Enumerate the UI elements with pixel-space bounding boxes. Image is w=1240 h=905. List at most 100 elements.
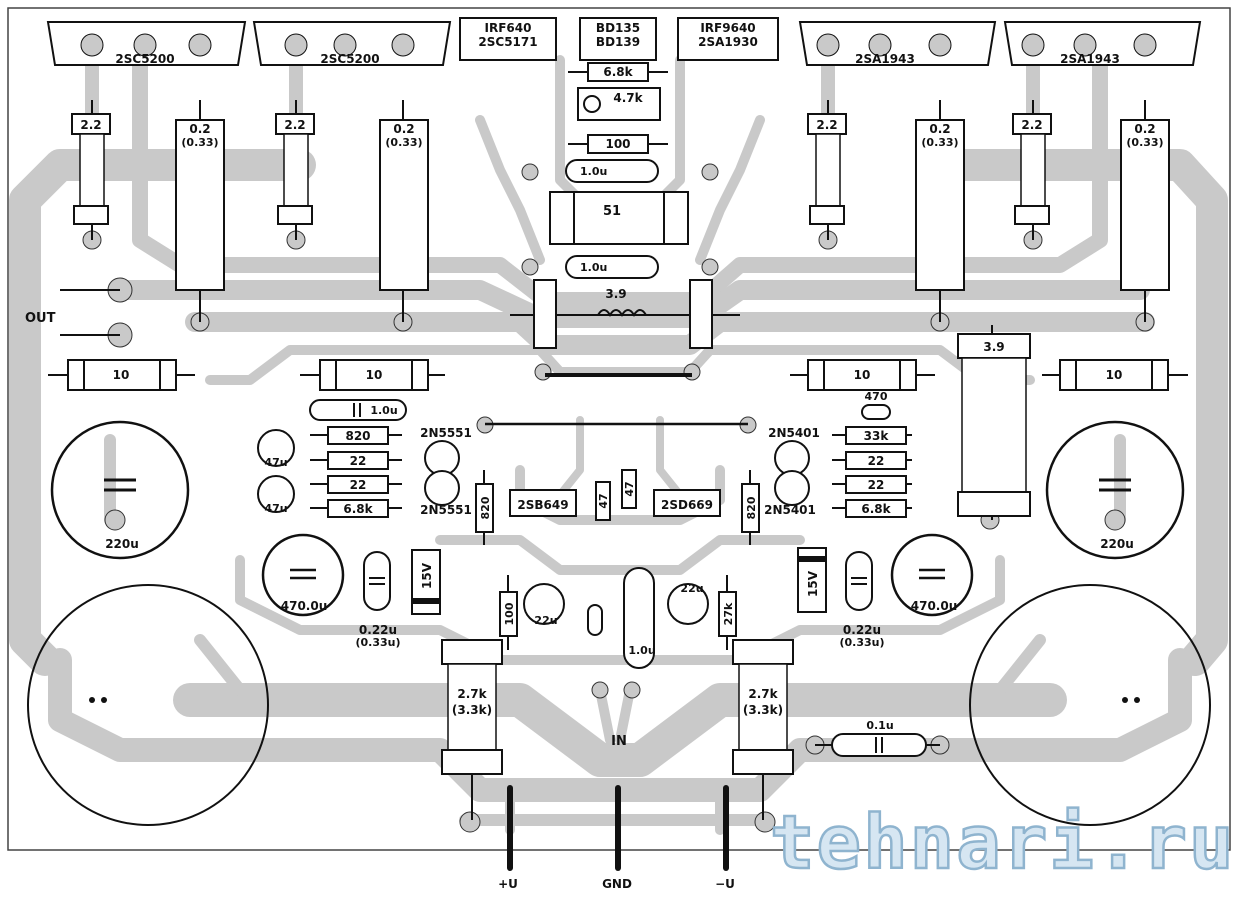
power-transistor-q1: 2SC5200	[46, 21, 247, 66]
svg-text:2.2: 2.2	[80, 118, 101, 132]
svg-text:15V: 15V	[420, 562, 434, 589]
transistor-2n5551-b: 2N5551	[420, 470, 472, 517]
plus-u-label: +U	[498, 877, 518, 891]
resistor-6k8-b: 6.8k	[832, 499, 912, 518]
transistor-2sd669: 2SD669	[653, 489, 721, 517]
svg-text:3.9: 3.9	[983, 340, 1004, 354]
resistor-base-3: 2.2	[807, 100, 847, 240]
capacitor-47u-a: 47u	[257, 429, 295, 469]
svg-text:(0.33): (0.33)	[921, 136, 958, 149]
resistor-10-d: 10	[1042, 359, 1188, 391]
capacitor-1u0-vertical: 1.0u	[623, 567, 656, 669]
power-transistor-q3: 2SA1943	[798, 21, 997, 66]
svg-text:2SD669: 2SD669	[661, 498, 713, 512]
capacitor-022u-a: 0.22u (0.33u)	[355, 551, 401, 649]
svg-text:22u: 22u	[680, 582, 703, 595]
svg-text:22: 22	[350, 454, 367, 468]
resistor-22-c: 22	[832, 451, 912, 470]
resistor-6k8-top: 6.8k	[568, 62, 668, 82]
svg-text:2.2: 2.2	[1021, 118, 1042, 132]
svg-text:2.2: 2.2	[284, 118, 305, 132]
svg-text:0.2: 0.2	[189, 122, 210, 136]
capacitor-01u: 0.1u	[815, 719, 940, 757]
svg-text:15V: 15V	[806, 570, 820, 597]
resistor-820-vertical: 820	[475, 470, 494, 545]
watermark: tehnari.ru	[770, 800, 1236, 886]
svg-text:470.0u: 470.0u	[281, 599, 328, 613]
svg-text:1.0u: 1.0u	[580, 165, 607, 178]
svg-text:6.8k: 6.8k	[603, 65, 633, 79]
driver-right-line1: IRF9640	[700, 21, 755, 35]
mounting-hole-right	[969, 584, 1211, 826]
svg-text:100: 100	[605, 137, 630, 151]
resistor-33k: 33k	[832, 426, 912, 445]
capacitor-1u0-b: 1.0u	[565, 255, 659, 279]
svg-text:0.1u: 0.1u	[866, 719, 893, 732]
svg-text:0.2: 0.2	[1134, 122, 1155, 136]
svg-text:47u: 47u	[264, 456, 287, 469]
svg-text:22u: 22u	[534, 614, 557, 627]
resistor-470: 470	[861, 390, 891, 420]
svg-text:33k: 33k	[864, 429, 890, 443]
svg-text:(0.33u): (0.33u)	[839, 636, 884, 649]
svg-text:10: 10	[366, 368, 383, 382]
resistor-base-2: 2.2	[275, 100, 315, 240]
svg-text:0.22u: 0.22u	[359, 623, 397, 637]
q3-part-label: 2SA1943	[855, 52, 915, 66]
trimmer-4k7: 4.7k	[577, 87, 661, 121]
svg-text:4.7k: 4.7k	[613, 91, 643, 105]
resistor-47-a: 47	[595, 481, 611, 521]
resistor-27k-vertical: 27k	[718, 575, 737, 650]
svg-text:10: 10	[854, 368, 871, 382]
capacitor-220u-b: 220u	[1045, 420, 1185, 560]
resistor-100-top: 100	[568, 134, 668, 154]
resistor-emitter-3: 0.2 (0.33)	[915, 100, 965, 322]
svg-text:1.0u: 1.0u	[580, 261, 607, 274]
capacitor-470u-b: 470.0u	[890, 533, 974, 617]
svg-text:6.8k: 6.8k	[861, 502, 891, 516]
resistor-emitter-4: 0.2 (0.33)	[1120, 100, 1170, 322]
svg-text:0.22u: 0.22u	[843, 623, 881, 637]
svg-text:820: 820	[745, 496, 758, 519]
resistor-base-4: 2.2	[1012, 100, 1052, 240]
resistor-emitter-1: 0.2 (0.33)	[175, 100, 225, 322]
svg-text:1.0u: 1.0u	[370, 404, 397, 417]
svg-text:(0.33): (0.33)	[1126, 136, 1163, 149]
svg-text:27k: 27k	[722, 602, 735, 625]
output-inductor: 3.9	[510, 279, 740, 349]
svg-text:22: 22	[350, 478, 367, 492]
capacitor-1u0-c: 1.0u	[309, 399, 407, 421]
svg-text:(3.3k): (3.3k)	[452, 703, 492, 717]
svg-text:10: 10	[113, 368, 130, 382]
svg-text:(0.33u): (0.33u)	[355, 636, 400, 649]
svg-text:2SB649: 2SB649	[517, 498, 568, 512]
resistor-10-c: 10	[790, 359, 935, 391]
resistor-3v9-vertical: 3.9	[957, 325, 1031, 520]
bias-line1: BD135	[596, 21, 640, 35]
q4-part-label: 2SA1943	[1060, 52, 1120, 66]
out-label: OUT	[25, 311, 56, 326]
bias-transistor: BD135 BD139	[579, 17, 657, 61]
svg-text:470: 470	[865, 390, 888, 403]
q1-part-label: 2SC5200	[115, 52, 174, 66]
svg-text:820: 820	[345, 429, 370, 443]
svg-text:22: 22	[868, 478, 885, 492]
svg-text:2N5551: 2N5551	[420, 426, 472, 440]
svg-text:(0.33): (0.33)	[181, 136, 218, 149]
capacitor-1u0-a: 1.0u	[565, 159, 659, 183]
minus-u-label: −U	[715, 877, 735, 891]
svg-text:47u: 47u	[264, 502, 287, 515]
resistor-22-a: 22	[310, 451, 402, 470]
power-transistor-q2: 2SC5200	[252, 21, 452, 66]
driver-transistor-right: IRF9640 2SA1930	[677, 17, 779, 61]
power-transistor-q4: 2SA1943	[1003, 21, 1202, 66]
resistor-emitter-2: 0.2 (0.33)	[379, 100, 429, 322]
svg-text:2N5551: 2N5551	[420, 503, 472, 517]
resistor-820-a: 820	[310, 426, 402, 445]
svg-text:1.0u: 1.0u	[628, 644, 655, 657]
svg-text:470.0u: 470.0u	[911, 599, 958, 613]
driver-left-line2: 2SC5171	[478, 35, 537, 49]
resistor-47-b: 47	[621, 469, 637, 509]
resistor-22-d: 22	[832, 475, 912, 494]
resistor-2k7-a: 2.7k (3.3k)	[441, 639, 503, 820]
